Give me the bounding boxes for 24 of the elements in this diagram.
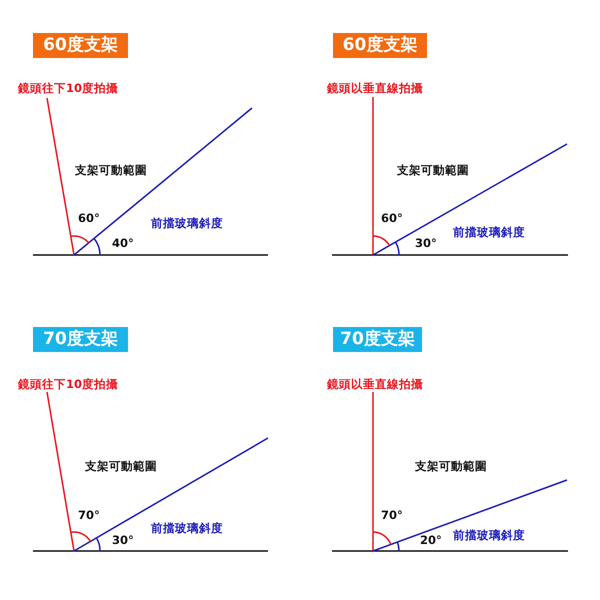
line-label: 前擋玻璃斜度 <box>453 528 525 542</box>
region-label: 支架可動範圍 <box>397 163 469 177</box>
line-label: 鏡頭以垂直線拍攝 <box>327 377 423 391</box>
angle-label: 70° <box>381 508 403 522</box>
title-badge: 70度支架 <box>333 327 422 352</box>
title-badge: 60度支架 <box>333 33 427 58</box>
title-badge: 60度支架 <box>33 33 128 58</box>
region-label: 支架可動範圍 <box>75 163 147 177</box>
line-label: 前擋玻璃斜度 <box>151 521 223 535</box>
angle-label: 30° <box>112 533 134 547</box>
angle-label: 60° <box>381 211 403 225</box>
line-label: 鏡頭往下10度拍攝 <box>18 81 118 95</box>
line-label: 前擋玻璃斜度 <box>453 225 525 239</box>
line-label: 前擋玻璃斜度 <box>151 216 223 230</box>
title-badge: 70度支架 <box>33 327 128 352</box>
line-label: 鏡頭往下10度拍攝 <box>18 377 118 391</box>
angle-label: 70° <box>78 508 100 522</box>
region-label: 支架可動範圍 <box>85 459 157 473</box>
region-label: 支架可動範圍 <box>415 459 487 473</box>
angle-label: 60° <box>78 211 100 225</box>
angle-label: 30° <box>415 236 437 250</box>
line-label: 鏡頭以垂直線拍攝 <box>327 81 423 95</box>
angle-label: 20° <box>420 533 442 547</box>
angle-label: 40° <box>112 236 134 250</box>
